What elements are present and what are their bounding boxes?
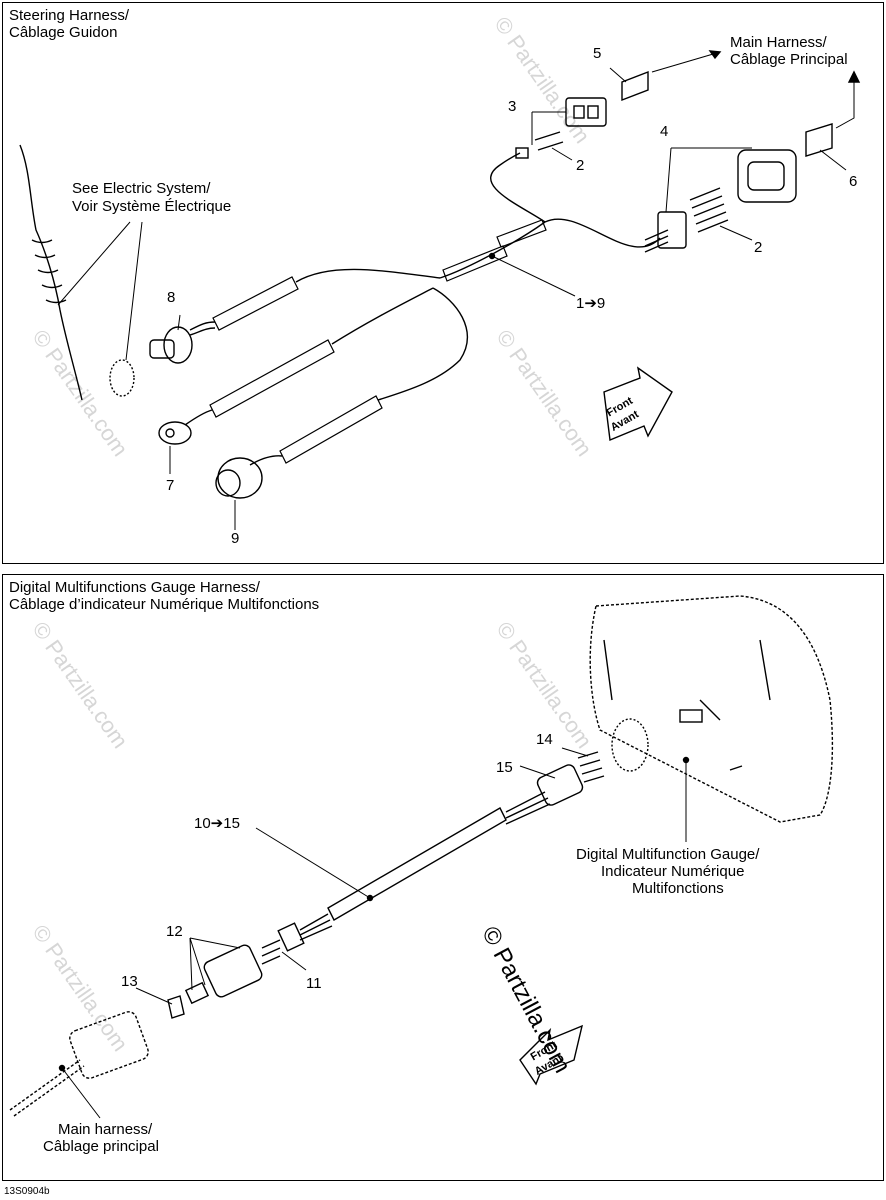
main-harness-label: Câblage Principal — [730, 51, 848, 68]
gauge-label: Indicateur Numérique — [601, 863, 745, 880]
grommet — [109, 359, 135, 397]
terminal — [261, 939, 281, 965]
harness-sleeve — [279, 395, 383, 464]
callout-11: 11 — [306, 975, 322, 992]
callout-14: 14 — [536, 731, 553, 748]
harness-sleeve — [212, 276, 299, 331]
part-6 — [805, 123, 833, 157]
connector-12 — [203, 944, 263, 998]
steering-harness-panel: Steering Harness/ Câblage Guidon — [2, 2, 884, 564]
wire — [505, 791, 551, 825]
wire — [249, 455, 283, 466]
connector-4-rear — [657, 211, 687, 249]
part-5 — [621, 70, 649, 102]
callout-9: 9 — [231, 530, 240, 547]
gauge-connector — [611, 718, 649, 772]
see-electric-label: See Electric System/ — [72, 180, 211, 197]
callout-15: 15 — [496, 759, 513, 776]
callout-10-15: 10➔15 — [194, 815, 240, 832]
wire — [544, 218, 661, 248]
callout-1-9: 1➔9 — [576, 295, 606, 312]
callout-8: 8 — [167, 289, 176, 306]
callout-4: 4 — [660, 123, 669, 140]
panel-title-line2: Câblage Guidon — [9, 24, 118, 41]
harness-sleeve — [496, 219, 547, 248]
main-harness-label: Main harness/ — [58, 1121, 153, 1138]
panel-title-line1: Steering Harness/ — [9, 7, 130, 24]
wire — [331, 287, 434, 345]
seal — [277, 922, 305, 952]
harness-sleeve — [209, 339, 335, 418]
figure-code: 13S0904b — [4, 1186, 50, 1197]
harness-sleeve — [442, 245, 508, 282]
wire — [299, 913, 333, 941]
coil-cable — [19, 144, 83, 401]
terminal — [534, 131, 564, 151]
callout-5: 5 — [593, 45, 602, 62]
callout-3: 3 — [508, 98, 517, 115]
panel-title-line2: Câblage d’indicateur Numérique Multifonc… — [9, 596, 320, 613]
wire — [490, 152, 546, 223]
callout-6: 6 — [849, 173, 858, 190]
wire — [377, 287, 468, 401]
callout-2: 2 — [754, 239, 763, 256]
wire — [439, 221, 546, 279]
connector-3 — [565, 97, 607, 127]
gauge-label: Digital Multifunction Gauge/ — [576, 846, 760, 863]
callout-12: 12 — [166, 923, 183, 940]
main-harness-label: Câblage principal — [43, 1138, 159, 1155]
wire — [189, 321, 216, 331]
harness-sleeve — [327, 807, 507, 921]
main-harness-wire — [9, 1059, 85, 1117]
sensor-9 — [217, 457, 263, 499]
main-harness-label: Main Harness/ — [730, 34, 827, 51]
terminal — [577, 751, 605, 783]
sensor-8-body — [149, 339, 175, 359]
wire — [189, 327, 216, 336]
part-13 — [167, 995, 185, 1019]
callout-7: 7 — [166, 477, 175, 494]
callout-13: 13 — [121, 973, 138, 990]
wire — [644, 229, 669, 253]
seal — [515, 147, 529, 159]
terminal — [689, 187, 729, 233]
panel-title-line1: Digital Multifunctions Gauge Harness/ — [9, 579, 260, 596]
connector-4 — [737, 149, 797, 203]
main-harness-connector — [69, 1011, 149, 1079]
wire — [295, 268, 441, 283]
front-arrow — [519, 1024, 583, 1086]
sensor-7 — [158, 421, 192, 445]
digital-multifunction-gauge — [589, 595, 834, 823]
front-arrow — [603, 366, 673, 441]
gauge-harness-panel: Digital Multifunctions Gauge Harness/ Câ… — [2, 574, 884, 1181]
wire — [184, 409, 213, 426]
gauge-label: Multifonctions — [632, 880, 724, 897]
callout-2: 2 — [576, 157, 585, 174]
see-electric-label: Voir Système Électrique — [72, 198, 232, 215]
wedge — [184, 981, 210, 1005]
